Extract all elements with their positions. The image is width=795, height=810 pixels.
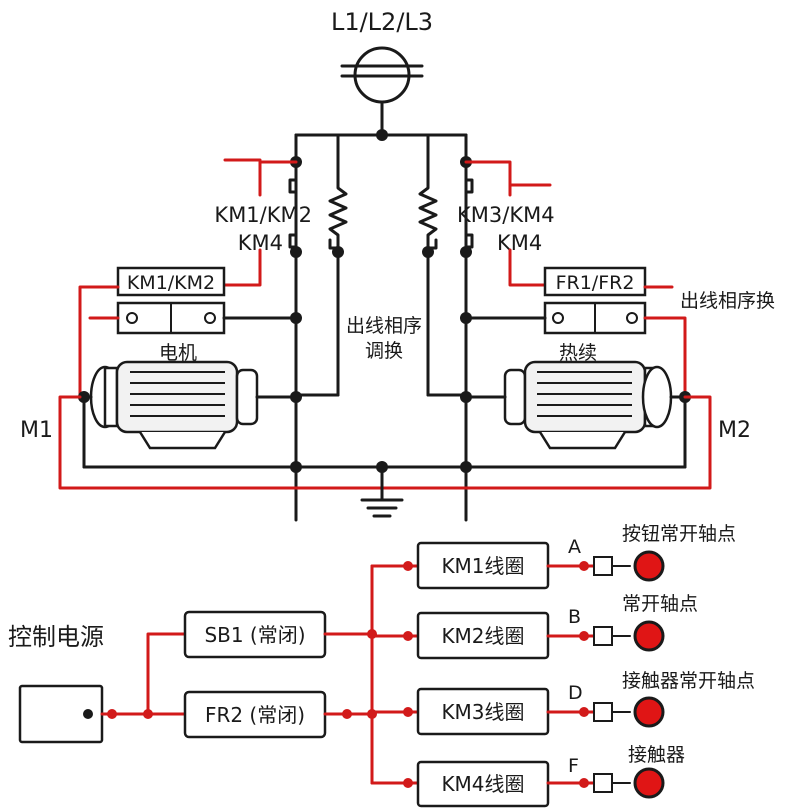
left-motor-icon [89, 360, 259, 450]
coil-label: KM1线圈 [441, 554, 524, 578]
coil-label: KM3线圈 [441, 700, 524, 724]
indicator-lamp-icon [633, 550, 665, 582]
fr2-label: FR2 (常闭) [205, 703, 305, 727]
coil-row-3: KM3线圈 D 接触器常开轴点 [370, 670, 755, 736]
right-motor-label: 热续 [559, 342, 597, 364]
coil-tag: B [568, 606, 581, 628]
right-motor-id: M2 [718, 418, 751, 443]
right-contact-label-2: KM4 [497, 231, 542, 255]
coil-note: 常开轴点 [622, 593, 698, 615]
coil-tag: F [568, 755, 579, 777]
right-contact-label-1: KM3/KM4 [457, 203, 555, 227]
indicator-lamp-icon [633, 767, 665, 799]
indicator-lamp-icon [633, 696, 665, 728]
coil-note: 接触器 [628, 744, 685, 766]
coil-tag: A [568, 536, 581, 558]
right-motor-icon [503, 360, 673, 450]
right-block-label: FR1/FR2 [556, 272, 635, 294]
contact-square-icon [593, 773, 613, 793]
left-motor-label: 电机 [159, 342, 197, 364]
right-block-note: 出线相序换 [680, 290, 775, 312]
sb1-switch: SB1 (常闭) [183, 610, 327, 659]
three-phase-supply-icon [340, 46, 424, 137]
coil-label: KM2线圈 [441, 624, 524, 648]
left-contact-label-1: KM1/KM2 [214, 203, 312, 227]
coil-label: KM4线圈 [441, 772, 524, 796]
coil-row-4: KM4线圈 F 接触器 [370, 744, 685, 808]
left-block-label: KM1/KM2 [127, 272, 215, 294]
main-bus [294, 133, 468, 182]
ground-icon [360, 498, 404, 518]
left-motor-id: M1 [20, 418, 53, 443]
coil-note: 按钮常开轴点 [622, 523, 736, 545]
sb1-label: SB1 (常闭) [204, 623, 305, 647]
right-thermal-block: FR1/FR2 [543, 266, 647, 335]
contact-square-icon [593, 556, 613, 576]
coil-tag: D [568, 682, 583, 704]
indicator-lamp-icon [633, 620, 665, 652]
center-note-1: 出线相序 [346, 315, 422, 337]
coil-row-1: KM1线圈 A 按钮常开轴点 [370, 523, 736, 590]
center-note-2: 调换 [365, 340, 403, 362]
control-source-label: 控制电源 [8, 623, 104, 651]
contact-square-icon [593, 702, 613, 722]
supply-label: L1/L2/L3 [331, 8, 433, 36]
coil-note: 接触器常开轴点 [622, 670, 755, 692]
coil-row-2: KM2线圈 B 常开轴点 [370, 593, 698, 660]
contact-square-icon [593, 626, 613, 646]
fr2-switch: FR2 (常闭) [183, 690, 327, 739]
left-contactor-block: KM1/KM2 [116, 266, 226, 335]
